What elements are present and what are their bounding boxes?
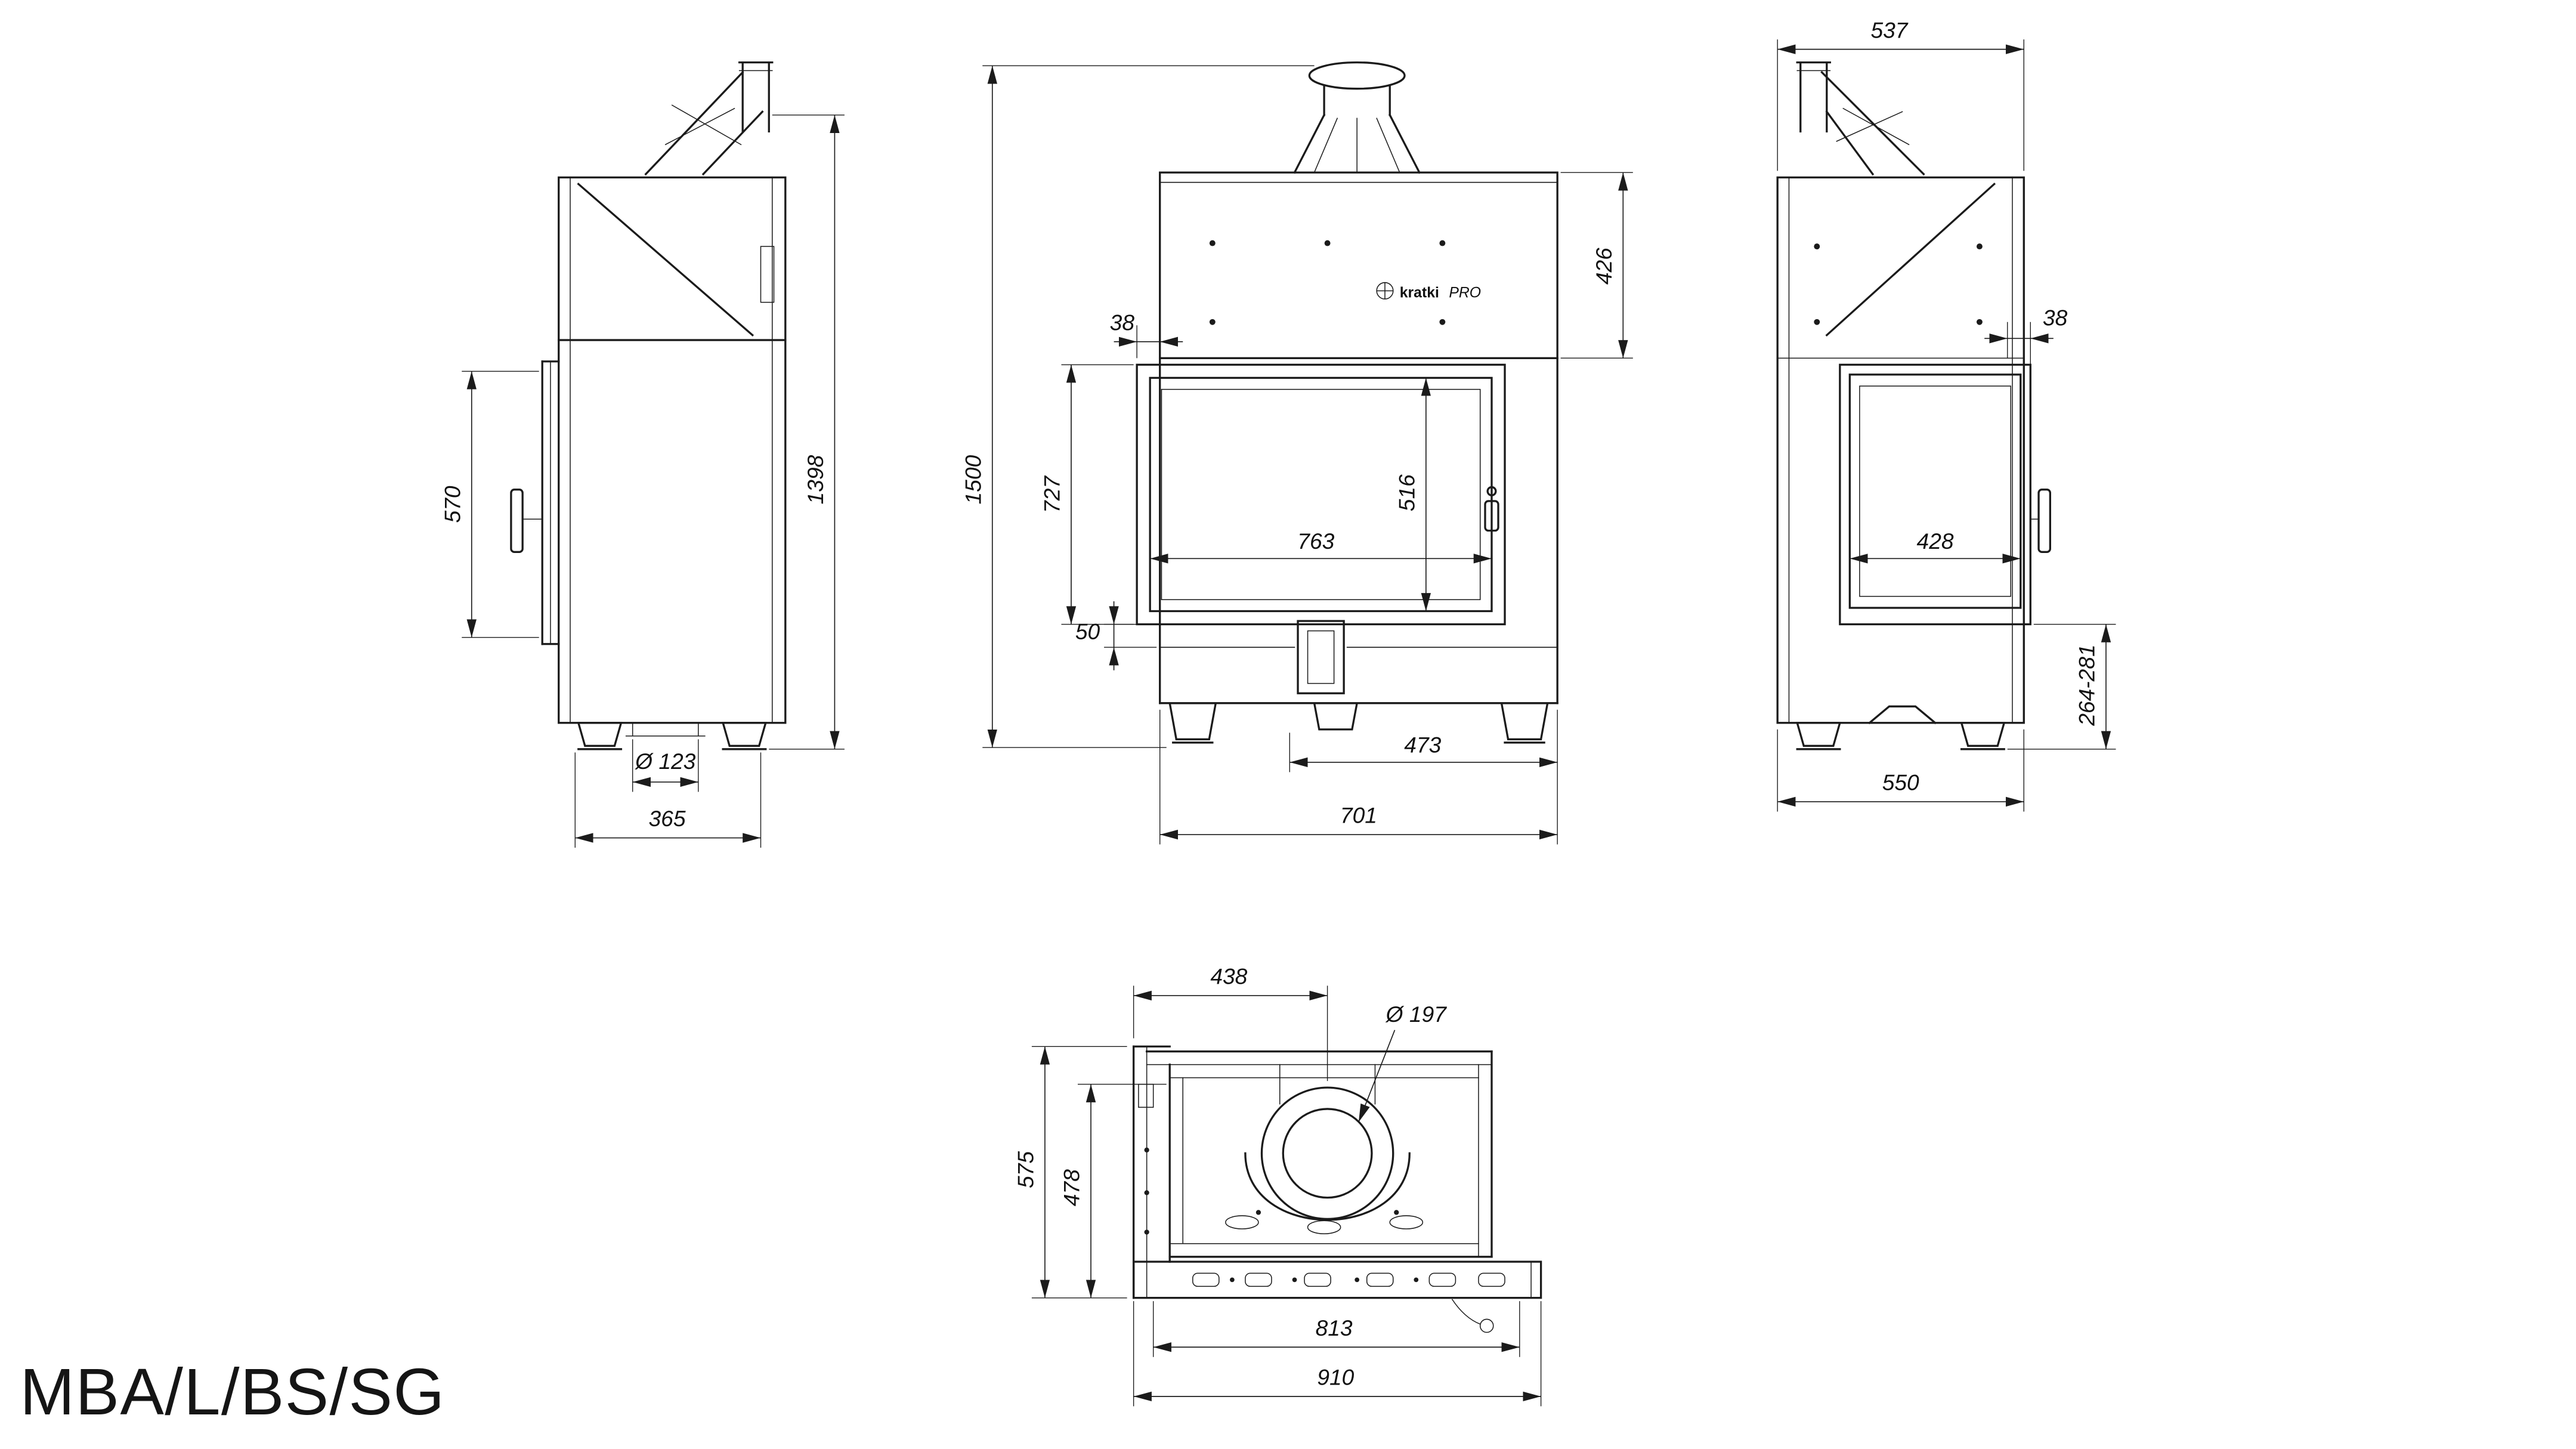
front-base bbox=[1159, 620, 1558, 744]
dim-front-glass-height: 516 bbox=[1394, 474, 1420, 511]
dim-top-flue-center-offset: 438 bbox=[1210, 964, 1247, 989]
brand-logo: kratki PRO bbox=[1376, 282, 1481, 301]
front-chimney-cap bbox=[1293, 61, 1421, 174]
dim-right-frame-offset: 38 bbox=[2043, 305, 2068, 330]
dim-right-depth: 550 bbox=[1882, 770, 1919, 795]
dim-front-bottom-offset: 50 bbox=[1075, 619, 1100, 644]
dim-top-overall-depth: 575 bbox=[1013, 1151, 1038, 1188]
dim-right-side-glass-width: 428 bbox=[1917, 529, 1954, 554]
dim-side-inlet-diameter: Ø 123 bbox=[634, 749, 696, 774]
dim-right-top-depth: 537 bbox=[1870, 17, 1908, 42]
right-hood-slope bbox=[1825, 183, 1996, 337]
dim-side-door-height: 570 bbox=[440, 486, 465, 523]
dim-top-overall-width: 910 bbox=[1317, 1365, 1354, 1390]
dim-front-hood-height: 426 bbox=[1591, 248, 1616, 285]
side-flue-pipe bbox=[644, 61, 774, 176]
dim-front-door-opening-height: 727 bbox=[1040, 475, 1065, 513]
side-door bbox=[510, 360, 560, 645]
side-legs bbox=[577, 722, 767, 750]
front-glass bbox=[1161, 388, 1481, 600]
front-hood bbox=[1159, 171, 1558, 360]
right-side-glass bbox=[1839, 363, 2031, 626]
front-view: kratki PRO bbox=[961, 61, 1633, 845]
brand-logo-text: kratki bbox=[1400, 285, 1439, 301]
dim-front-frame-offset: 38 bbox=[1110, 310, 1135, 335]
top-sensor-cable bbox=[1451, 1299, 1481, 1325]
brand-logo-suffix: PRO bbox=[1449, 285, 1481, 301]
top-left-flange bbox=[1132, 1045, 1171, 1299]
side-view: 570 1398 Ø 123 365 bbox=[440, 61, 845, 848]
right-door-handle bbox=[2037, 489, 2051, 553]
dim-top-body-width: 813 bbox=[1316, 1315, 1353, 1340]
dim-top-body-depth: 478 bbox=[1059, 1169, 1084, 1206]
dim-side-total-height: 1398 bbox=[803, 455, 828, 505]
dim-right-base-height-range: 264-281 bbox=[2074, 644, 2099, 726]
top-view: 438 Ø 197 575 478 813 910 bbox=[1013, 964, 1542, 1407]
side-hood-slope bbox=[577, 183, 754, 337]
dim-front-glass-width: 763 bbox=[1297, 529, 1334, 554]
dim-side-depth: 365 bbox=[649, 806, 686, 831]
right-view: 537 38 428 264-281 550 bbox=[1776, 17, 2116, 812]
top-front-plate bbox=[1132, 1260, 1542, 1299]
right-flue-pipe bbox=[1796, 61, 1925, 176]
right-legs bbox=[1796, 705, 2006, 750]
front-door-handle bbox=[1484, 500, 1499, 532]
front-door bbox=[1136, 363, 1506, 626]
dim-top-flue-diameter: Ø 197 bbox=[1385, 1002, 1448, 1027]
dim-front-body-width: 701 bbox=[1340, 803, 1377, 828]
side-body-outline bbox=[558, 176, 787, 724]
side-door-handle bbox=[510, 489, 524, 553]
dim-front-overall-height: 1500 bbox=[961, 455, 986, 505]
top-sensor bbox=[1479, 1318, 1494, 1333]
dim-front-base-width: 473 bbox=[1404, 732, 1441, 757]
top-flue-outlet bbox=[1244, 1064, 1411, 1221]
top-body bbox=[1146, 1050, 1493, 1258]
right-body-outline bbox=[1776, 176, 2025, 724]
model-title: MBA/L/BS/SG bbox=[20, 1355, 445, 1429]
